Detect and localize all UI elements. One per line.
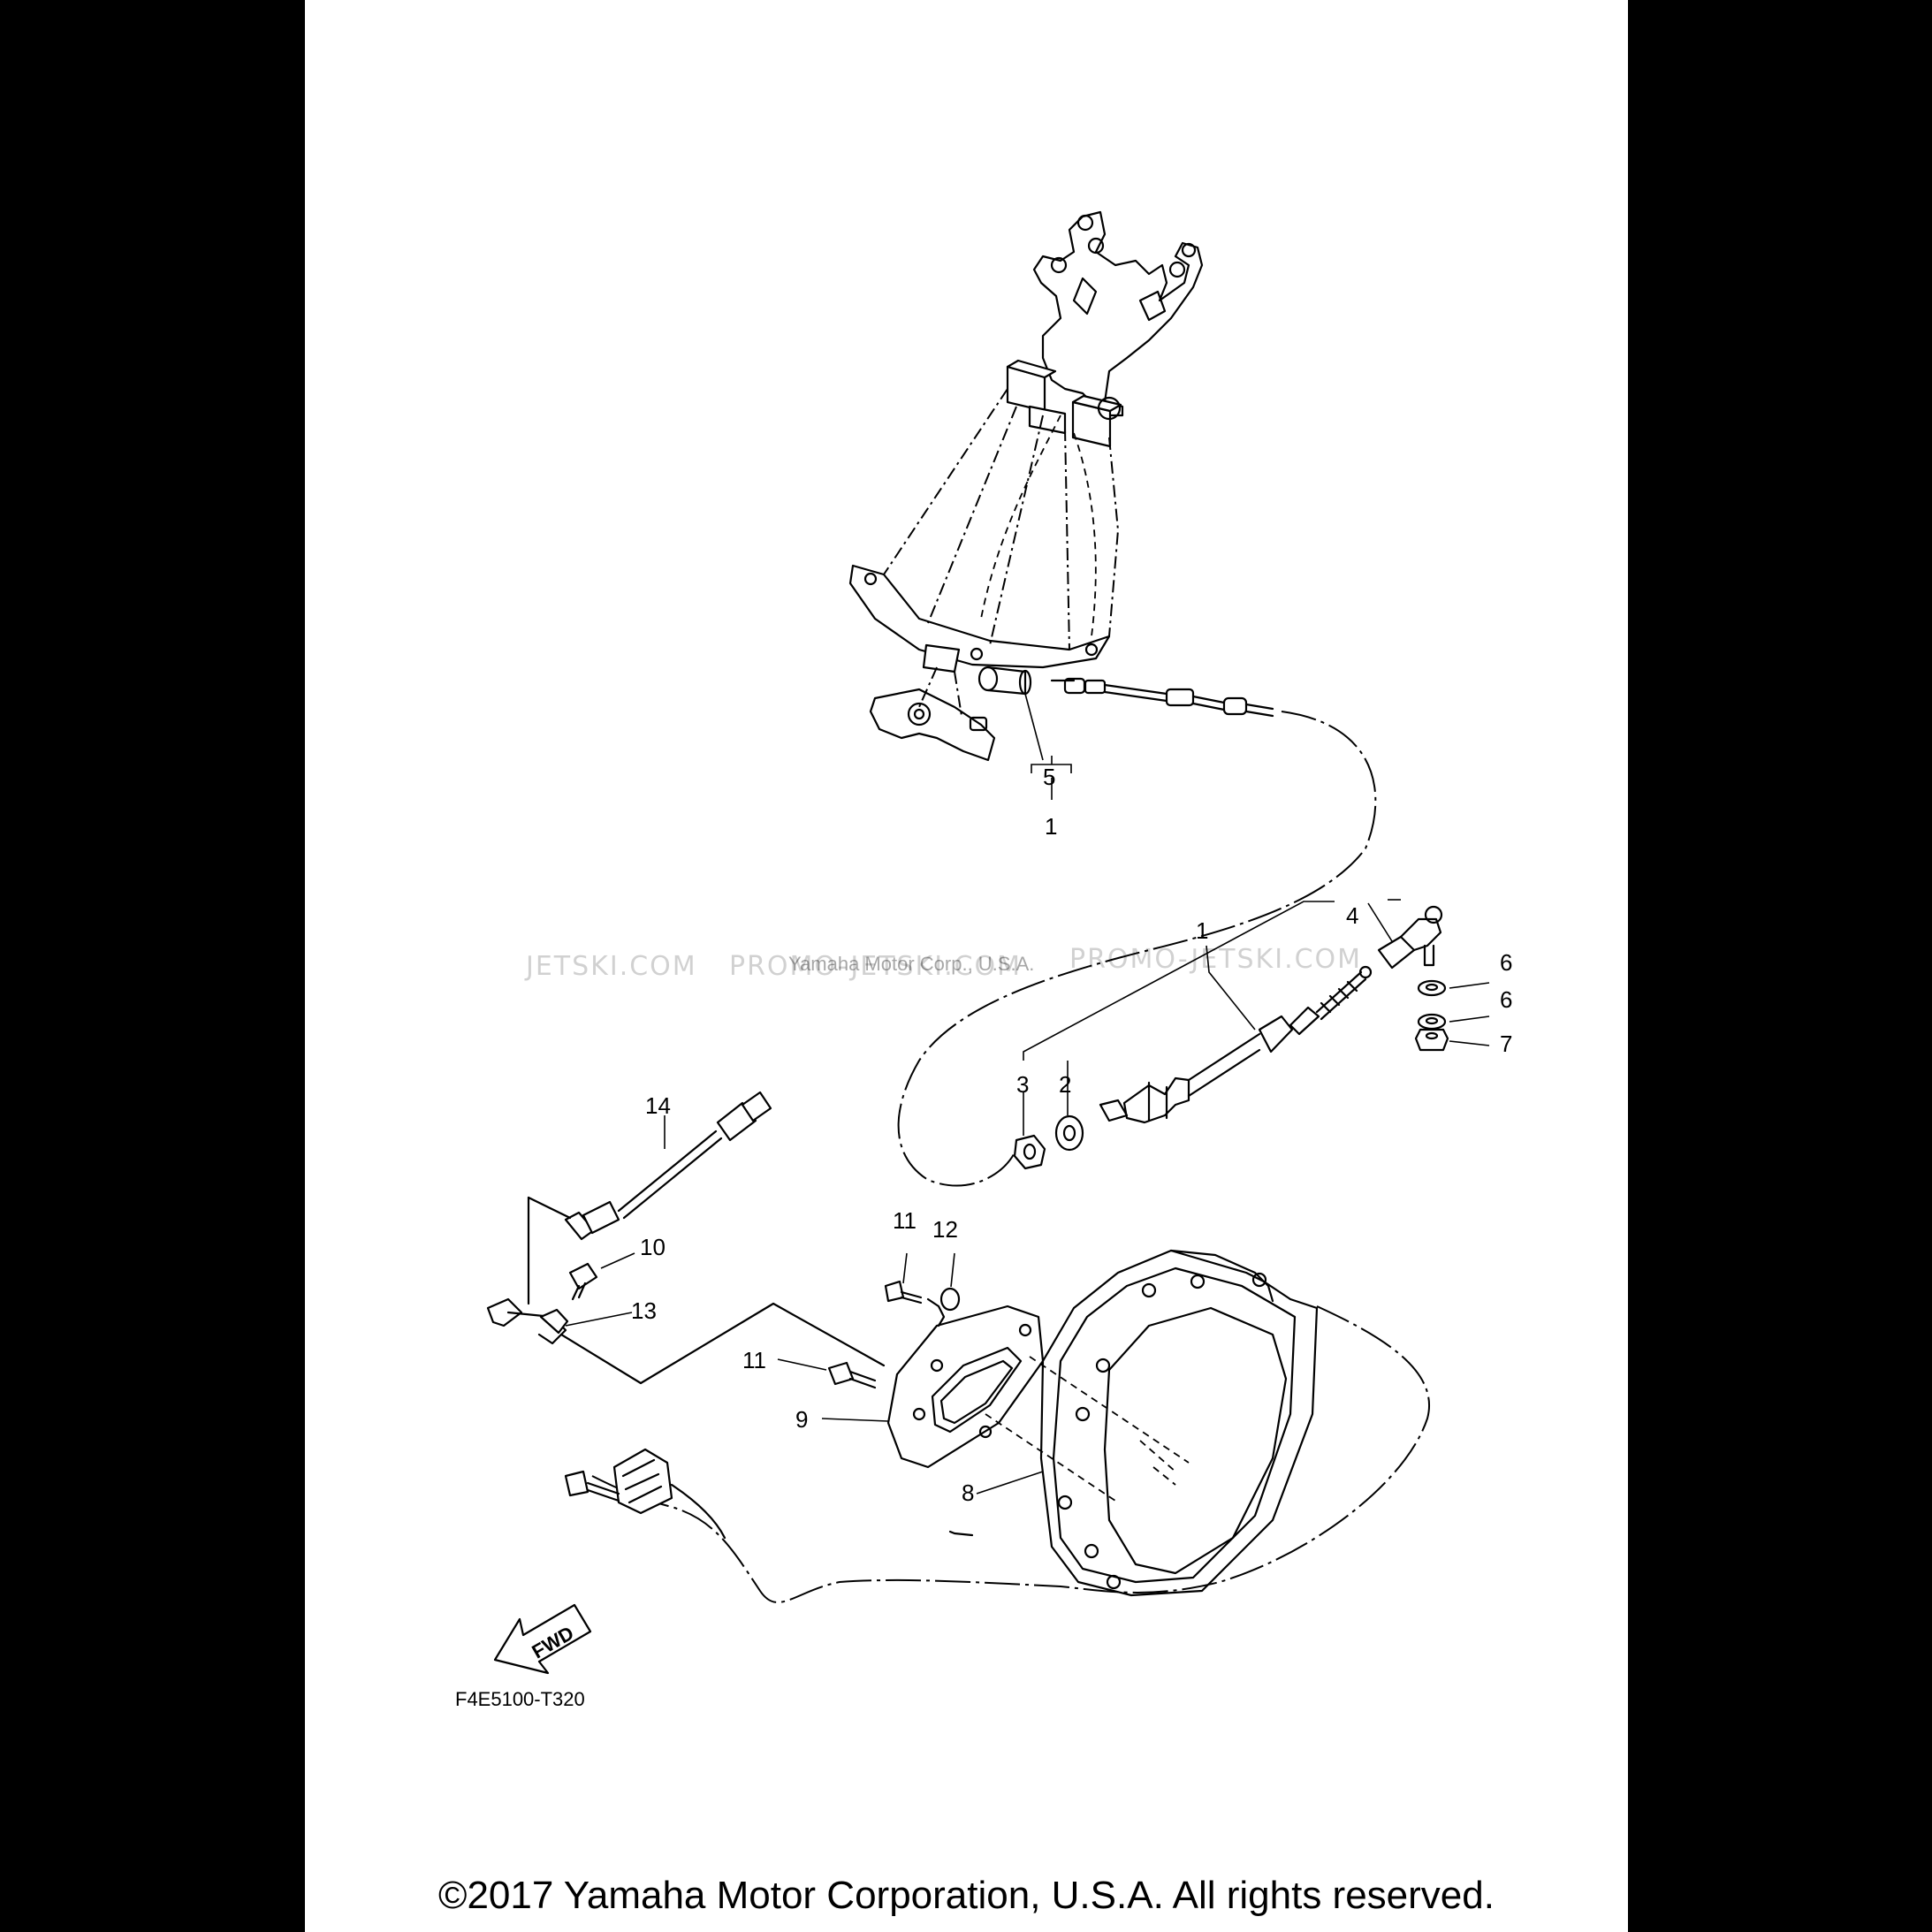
- callout-7: 7: [1500, 1031, 1512, 1057]
- callout-11b: 11: [742, 1347, 766, 1373]
- callout-1b: 1: [1196, 917, 1208, 944]
- callout-9: 9: [795, 1406, 808, 1433]
- callout-12: 12: [932, 1216, 958, 1243]
- callout-6b: 6: [1500, 986, 1512, 1013]
- callout-6a: 6: [1500, 949, 1512, 976]
- callout-8: 8: [962, 1479, 974, 1506]
- bolts-11-12: [777, 1252, 961, 1389]
- washer-nut-2-3: [1013, 1061, 1084, 1170]
- drawing-code: F4E5100-T320: [455, 1688, 585, 1710]
- callout-2: 2: [1059, 1071, 1071, 1098]
- steering-cable: [1099, 965, 1373, 1124]
- diagram-sheet: [305, 0, 1628, 1932]
- callout-4: 4: [1346, 902, 1358, 929]
- copyright-notice: ©2017 Yamaha Motor Corporation, U.S.A. A…: [438, 1874, 1495, 1917]
- callout-3: 3: [1016, 1071, 1029, 1098]
- gasket-plate-9: [821, 1297, 1045, 1469]
- callout-14: 14: [645, 1092, 671, 1119]
- callout-10: 10: [640, 1234, 666, 1260]
- steering-cable-route: [897, 711, 1377, 1187]
- callout-1a: 1: [1045, 813, 1057, 840]
- watermark-yamaha: Yamaha Motor Corp., U.S.A.: [788, 953, 1034, 975]
- ball-joint: [1367, 899, 1443, 970]
- wire-harness-route: [591, 1305, 1430, 1603]
- watermark-jetski: JETSKI.COM: [524, 951, 697, 982]
- callout-13: 13: [631, 1297, 657, 1324]
- control-box-8: [976, 1249, 1319, 1597]
- cable-end-upper: [977, 666, 1274, 718]
- sensor-lead-14: [564, 1091, 772, 1241]
- screw-bracket-10-13: [486, 1196, 886, 1385]
- washers-nut: [1414, 979, 1490, 1052]
- callout-5: 5: [1043, 764, 1055, 790]
- harness-connector: [564, 1448, 726, 1540]
- jet-pump-housing: [848, 210, 1204, 762]
- callout-11a: 11: [893, 1207, 917, 1234]
- fwd-arrow-icon: FWD: [493, 1603, 592, 1675]
- watermark-promo-jetski-1: PROMO-JETSKI.COM: [729, 951, 1022, 982]
